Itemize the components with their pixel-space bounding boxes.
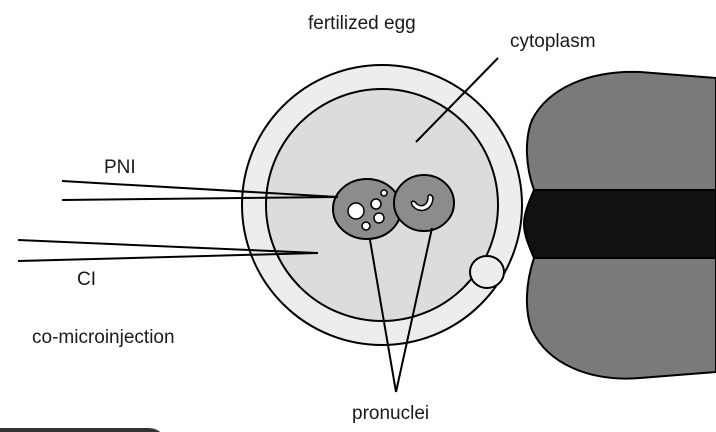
co-microinjection-label: co-microinjection [32,328,175,347]
cytoplasm-label: cytoplasm [510,32,596,51]
nucleolus [348,203,364,219]
nucleolus [381,190,387,196]
nucleolus [374,213,384,223]
holding-pipette-lower-lobe [527,258,716,379]
holding-pipette-upper-lobe [527,72,716,190]
nucleolus [371,199,381,209]
pni-label: PNI [104,158,136,177]
holding-pipette-lumen [524,190,716,258]
nucleolus [362,222,370,230]
holding-pipette [524,72,716,379]
bottom-edge-bar [0,428,160,432]
ci-label: CI [77,270,96,289]
pronucleus-right [394,175,454,231]
fertilized-egg-label: fertilized egg [308,14,416,33]
pronuclei-label: pronuclei [352,404,429,423]
polar-body [470,256,504,288]
